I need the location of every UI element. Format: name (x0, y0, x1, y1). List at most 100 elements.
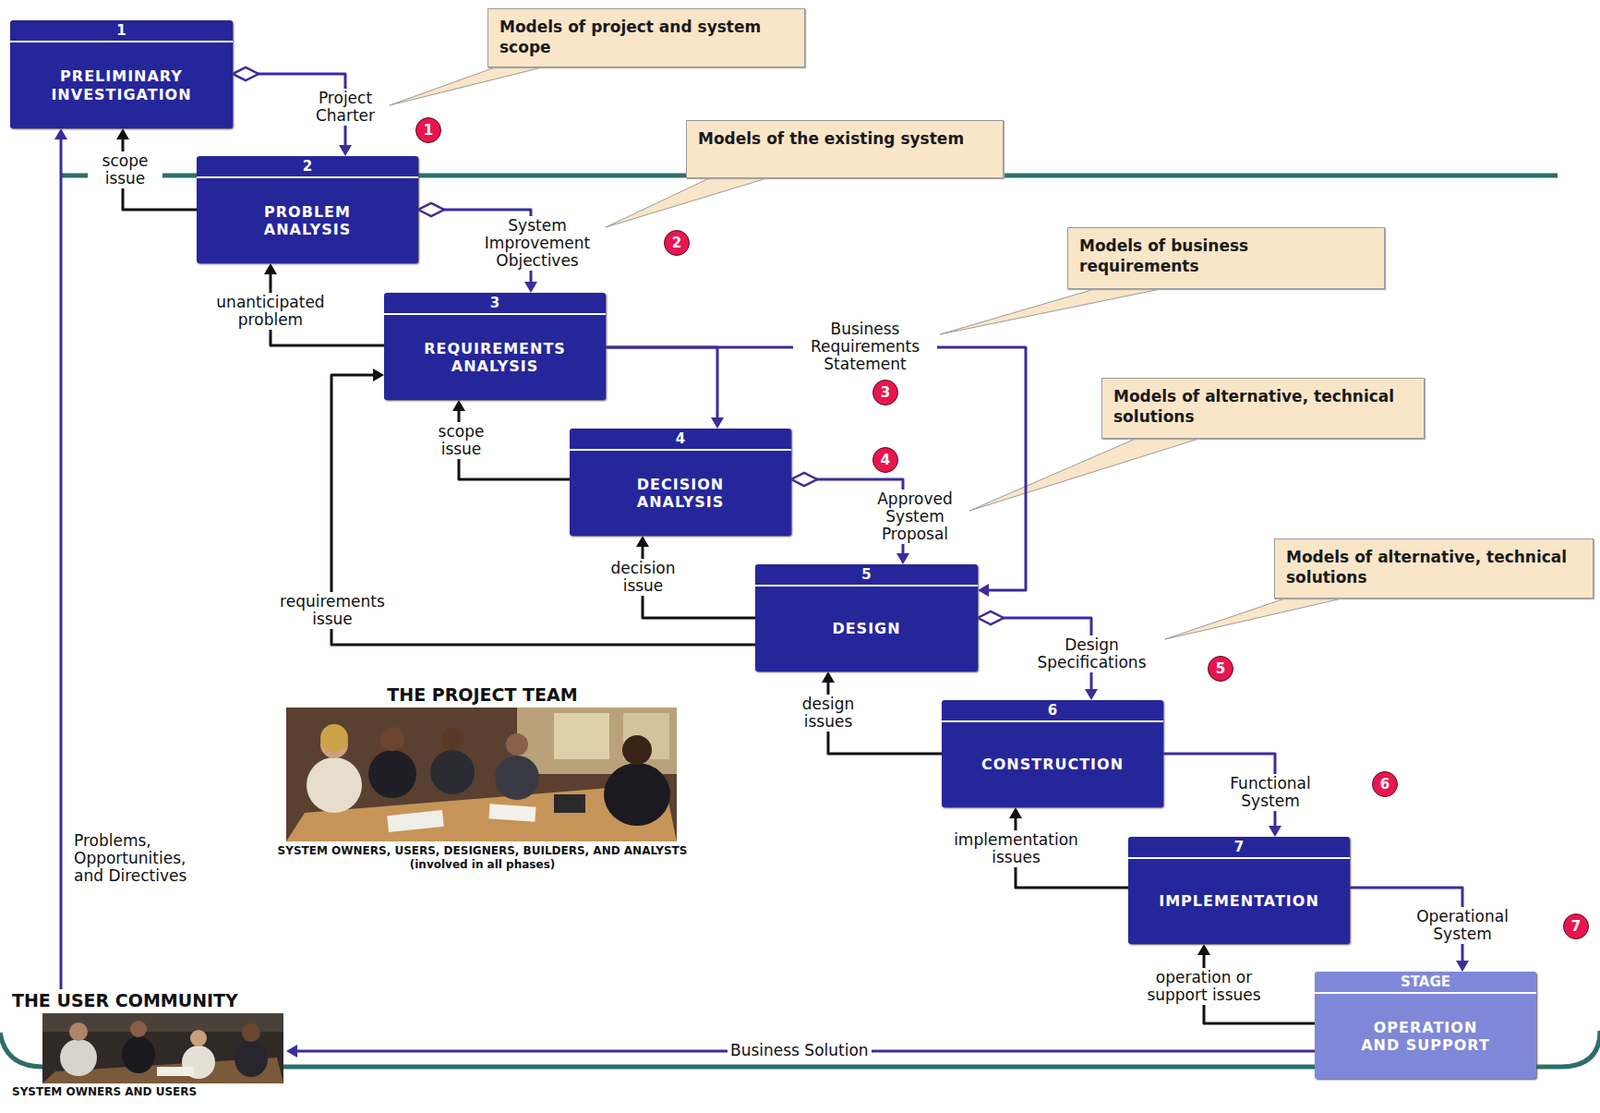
picture-group: THE PROJECT TEAMSYSTEM OWNERS, USERS, DE… (276, 683, 688, 872)
phase-number: 1 (10, 20, 233, 43)
callout-tail (969, 426, 1238, 511)
phase-number: 2 (196, 156, 419, 179)
callout-text: Models of alternative, technical solutio… (1286, 546, 1582, 588)
edge-label: Business Solution (727, 1040, 872, 1060)
photo-window (517, 707, 677, 774)
phase-title-area: PROBLEM ANALYSIS (196, 178, 419, 264)
process-box: 2PROBLEM ANALYSIS (196, 156, 419, 264)
arrowhead (524, 281, 538, 293)
user-photo (42, 1012, 284, 1083)
edge-label: Design Specifications (1022, 635, 1162, 673)
photo-space (276, 705, 688, 844)
connector (605, 347, 724, 429)
phase-number: 3 (384, 292, 606, 315)
aggregation-diamond (418, 203, 445, 217)
phase-number: 6 (941, 699, 1164, 722)
edge-label: Operational System (1404, 906, 1521, 944)
photo-person (430, 749, 475, 794)
callout-number: 2 (663, 229, 690, 256)
edge-label: Business Requirements Statement (793, 319, 938, 374)
callout-text: Models of project and system scope (499, 16, 794, 58)
arrowhead (338, 144, 352, 157)
edge-label: implementation issues (941, 830, 1091, 867)
arrowhead (710, 417, 724, 429)
phase-number: 7 (1128, 836, 1350, 859)
photo-space (9, 1010, 287, 1085)
process-box: 3REQUIREMENTS ANALYSIS (384, 292, 606, 400)
phase-number: 4 (569, 428, 792, 451)
callout-text: Models of business requirements (1079, 235, 1373, 277)
photo-laptop (553, 793, 586, 813)
process-box: STAGEOPERATION AND SUPPORT (1314, 971, 1537, 1079)
arrowhead (1084, 688, 1098, 700)
callout-number: 6 (1371, 770, 1398, 797)
photo-person (622, 734, 652, 765)
edge-label: Project Charter (300, 88, 390, 126)
process-box: 6CONSTRUCTION (941, 699, 1164, 807)
photo-papers (489, 803, 537, 821)
callout-number: 4 (872, 446, 899, 473)
photo-person (320, 723, 349, 752)
note-callout: Models of alternative, technical solutio… (1274, 538, 1594, 599)
photo-person (121, 1035, 156, 1073)
phase-title: IMPLEMENTATION (1158, 891, 1320, 910)
note-callout: Models of alternative, technical solutio… (1101, 377, 1425, 439)
edge-label: System Improvement Objectives (469, 216, 605, 271)
phase-title: CONSTRUCTION (981, 755, 1124, 773)
photo-person (603, 762, 671, 826)
arrowhead (821, 671, 835, 683)
edge-label: scope issue (87, 151, 163, 189)
connector (54, 128, 68, 989)
edge-label: unanticipated problem (193, 292, 348, 330)
group-heading: THE USER COMMUNITY (9, 988, 287, 1011)
edge-label: requirements issue (264, 591, 400, 629)
edge-label: decision issue (596, 558, 690, 596)
phase-title-area: OPERATION AND SUPPORT (1314, 993, 1537, 1079)
photo-person (69, 1022, 88, 1041)
edge-label: scope issue (423, 421, 499, 459)
phase-title-area: DESIGN (755, 586, 978, 672)
arrowhead (452, 399, 466, 411)
edge-label: operation or support issues (1131, 967, 1276, 1005)
arrowhead (636, 535, 650, 547)
photo-person (60, 1038, 97, 1076)
group-caption: SYSTEM OWNERS, USERS, DESIGNERS, BUILDER… (276, 843, 688, 858)
photo-person (368, 749, 417, 798)
aggregation-diamond (232, 67, 259, 81)
callout-number: 1 (415, 117, 442, 144)
edge-label: Problems, Opportunities, and Directives (71, 830, 216, 886)
group-caption: SYSTEM OWNERS AND USERS (9, 1084, 287, 1099)
phase-title: REQUIREMENTS ANALYSIS (407, 339, 583, 375)
callout-text: Models of the existing system (697, 128, 992, 149)
callout-number: 5 (1207, 655, 1234, 682)
group-caption: (involved in all phases) (276, 857, 688, 872)
arrowhead (896, 553, 910, 565)
phase-title-area: IMPLEMENTATION (1128, 858, 1350, 944)
photo-person (306, 757, 362, 813)
phase-title: DESIGN (831, 619, 901, 638)
photo-person (241, 1022, 261, 1042)
photo-papers (156, 1066, 194, 1076)
phase-title-area: CONSTRUCTION (941, 721, 1164, 807)
arrowhead (1268, 825, 1282, 837)
note-callout: Models of project and system scope (487, 8, 806, 68)
process-box: 1PRELIMINARY INVESTIGATION (10, 20, 233, 129)
picture-group: THE USER COMMUNITY SYSTEM OWNERS AND USER… (9, 988, 287, 1099)
phase-title-area: DECISION ANALYSIS (569, 450, 792, 536)
aggregation-diamond (977, 611, 1004, 625)
photo-papers (386, 809, 445, 832)
callout-tails (389, 46, 1395, 639)
photo-person (190, 1029, 207, 1047)
arrowhead (54, 128, 68, 140)
arrowhead (1455, 960, 1469, 972)
arrowhead (372, 368, 385, 382)
photo-person (441, 727, 464, 750)
phase-number: 5 (755, 564, 978, 587)
aggregation-diamond (791, 472, 818, 486)
edge-label: Functional System (1216, 773, 1324, 811)
phase-title: DECISION ANALYSIS (592, 475, 769, 511)
note-callout: Models of business requirements (1067, 227, 1385, 289)
connector-line (605, 347, 718, 420)
phase-title: PROBLEM ANALYSIS (219, 203, 396, 239)
